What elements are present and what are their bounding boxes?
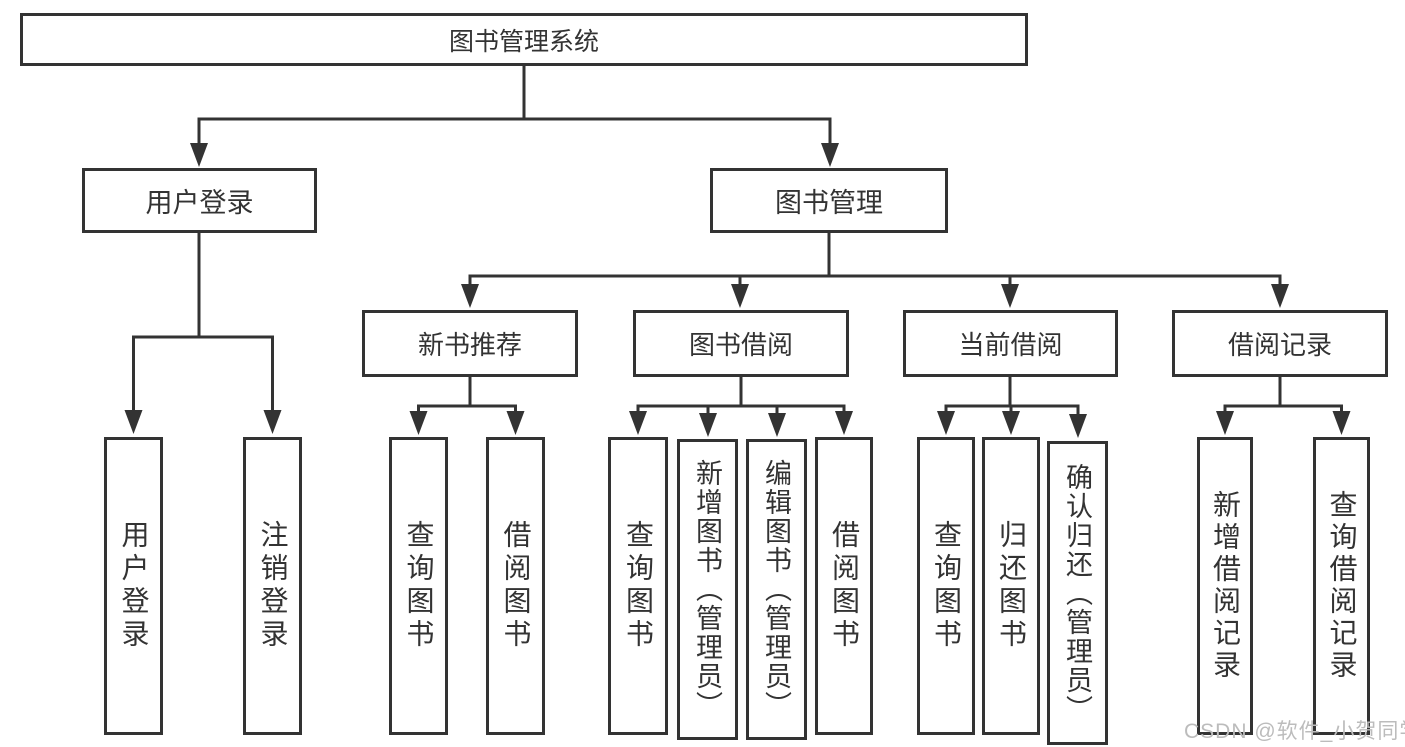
- leaf-return-books: 归还图书: [982, 437, 1040, 735]
- leaf-label: 注销登录: [257, 520, 289, 652]
- csdn-watermark: CSDN @软件_小贺同学: [1184, 720, 1405, 743]
- node-label: 图书管理系统: [448, 27, 599, 56]
- leaf-query-borrow-record: 查询借阅记录: [1313, 437, 1370, 735]
- node-label: 当前借阅: [958, 330, 1063, 360]
- node-label: 借阅记录: [1227, 330, 1332, 360]
- leaf-label: 查询图书: [623, 520, 654, 652]
- node-label: 用户登录: [145, 188, 254, 218]
- node-current-borrowing: 当前借阅: [903, 310, 1118, 377]
- node-borrowing-records: 借阅记录: [1172, 310, 1388, 377]
- leaf-confirm-return-admin: 确认归还（管理员）: [1047, 441, 1108, 745]
- node-label: 图书借阅: [688, 330, 793, 360]
- leaf-edit-books-admin: 编辑图书（管理员）: [746, 439, 807, 740]
- leaf-label: 借阅图书: [829, 520, 860, 652]
- leaf-query-books-current: 查询图书: [917, 437, 975, 735]
- leaf-add-borrow-record: 新增借阅记录: [1197, 437, 1253, 735]
- leaf-borrow-books: 借阅图书: [815, 437, 873, 735]
- node-user-login: 用户登录: [82, 168, 317, 233]
- leaf-label: 借阅图书: [500, 520, 532, 652]
- leaf-label: 归还图书: [996, 520, 1027, 652]
- leaf-logout: 注销登录: [243, 437, 302, 735]
- leaf-query-books-recommend: 查询图书: [389, 437, 448, 735]
- node-label: 图书管理: [775, 188, 883, 218]
- leaf-add-books-admin: 新增图书（管理员）: [677, 439, 738, 740]
- leaf-borrow-books-recommend: 借阅图书: [486, 437, 545, 735]
- leaf-label: 确认归还（管理员）: [1062, 462, 1092, 724]
- leaf-label: 查询图书: [403, 520, 435, 652]
- node-library-management-system: 图书管理系统: [20, 13, 1028, 66]
- leaf-label: 新增借阅记录: [1210, 490, 1241, 682]
- leaf-label: 新增图书（管理员）: [692, 459, 722, 720]
- leaf-query-books-borrow: 查询图书: [608, 437, 668, 735]
- leaf-user-login: 用户登录: [104, 437, 163, 735]
- node-book-borrowing: 图书借阅: [633, 310, 849, 377]
- leaf-label: 查询图书: [931, 520, 962, 652]
- node-book-management: 图书管理: [710, 168, 948, 233]
- leaf-label: 查询借阅记录: [1326, 490, 1358, 682]
- node-new-book-recommendation: 新书推荐: [362, 310, 578, 377]
- leaf-label: 用户登录: [118, 520, 150, 652]
- node-label: 新书推荐: [417, 330, 522, 360]
- leaf-label: 编辑图书（管理员）: [761, 459, 791, 720]
